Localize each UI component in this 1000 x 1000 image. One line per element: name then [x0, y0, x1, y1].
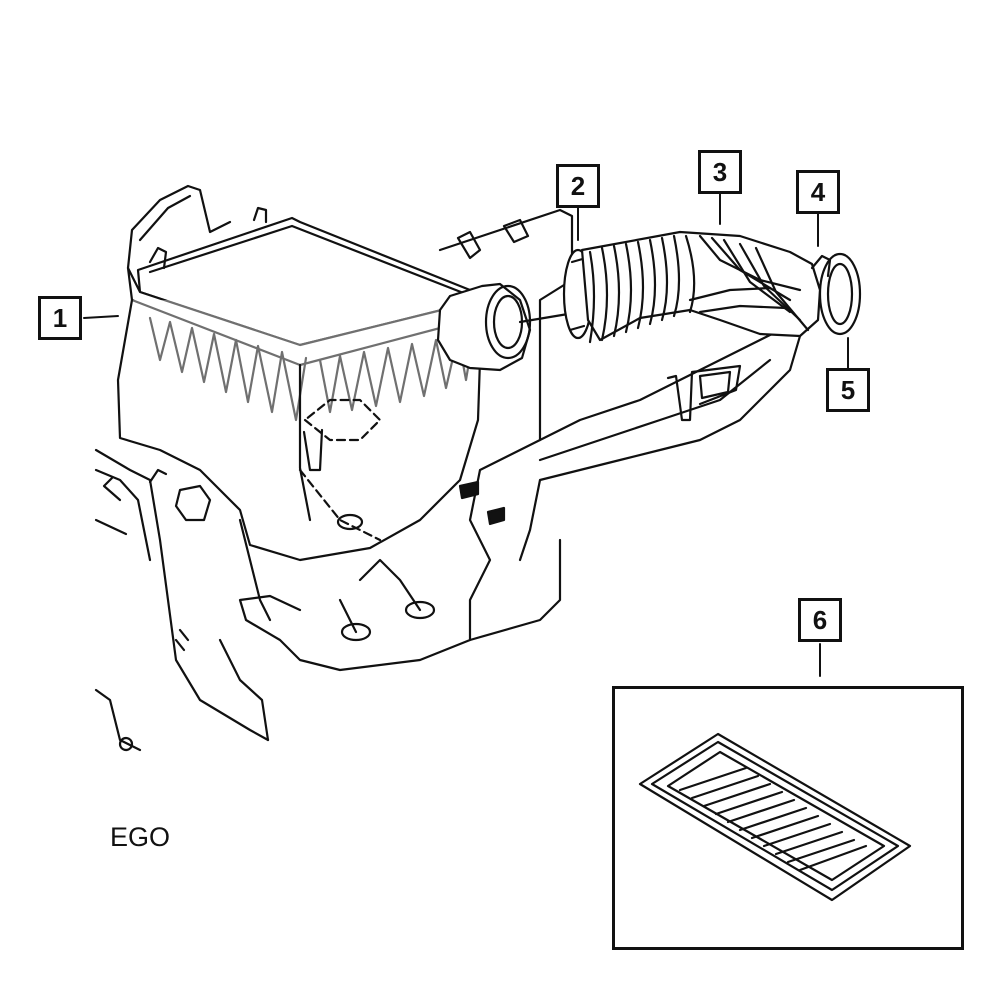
air-intake-hose [580, 230, 822, 344]
diagram-caption: EGO [110, 822, 171, 852]
callout-2: 2 [556, 164, 600, 208]
leader-lines [83, 189, 849, 677]
callout-3: 3 [698, 150, 742, 194]
filter-inset-frame [612, 686, 964, 950]
air-cleaner-housing [116, 184, 582, 562]
callout-5: 5 [826, 368, 870, 412]
air-filter-element [638, 732, 912, 902]
engine-bay-structure [94, 448, 272, 752]
hose-clamp-outlet [810, 252, 862, 336]
callout-6: 6 [798, 598, 842, 642]
callout-1: 1 [38, 296, 82, 340]
callout-4: 4 [796, 170, 840, 214]
